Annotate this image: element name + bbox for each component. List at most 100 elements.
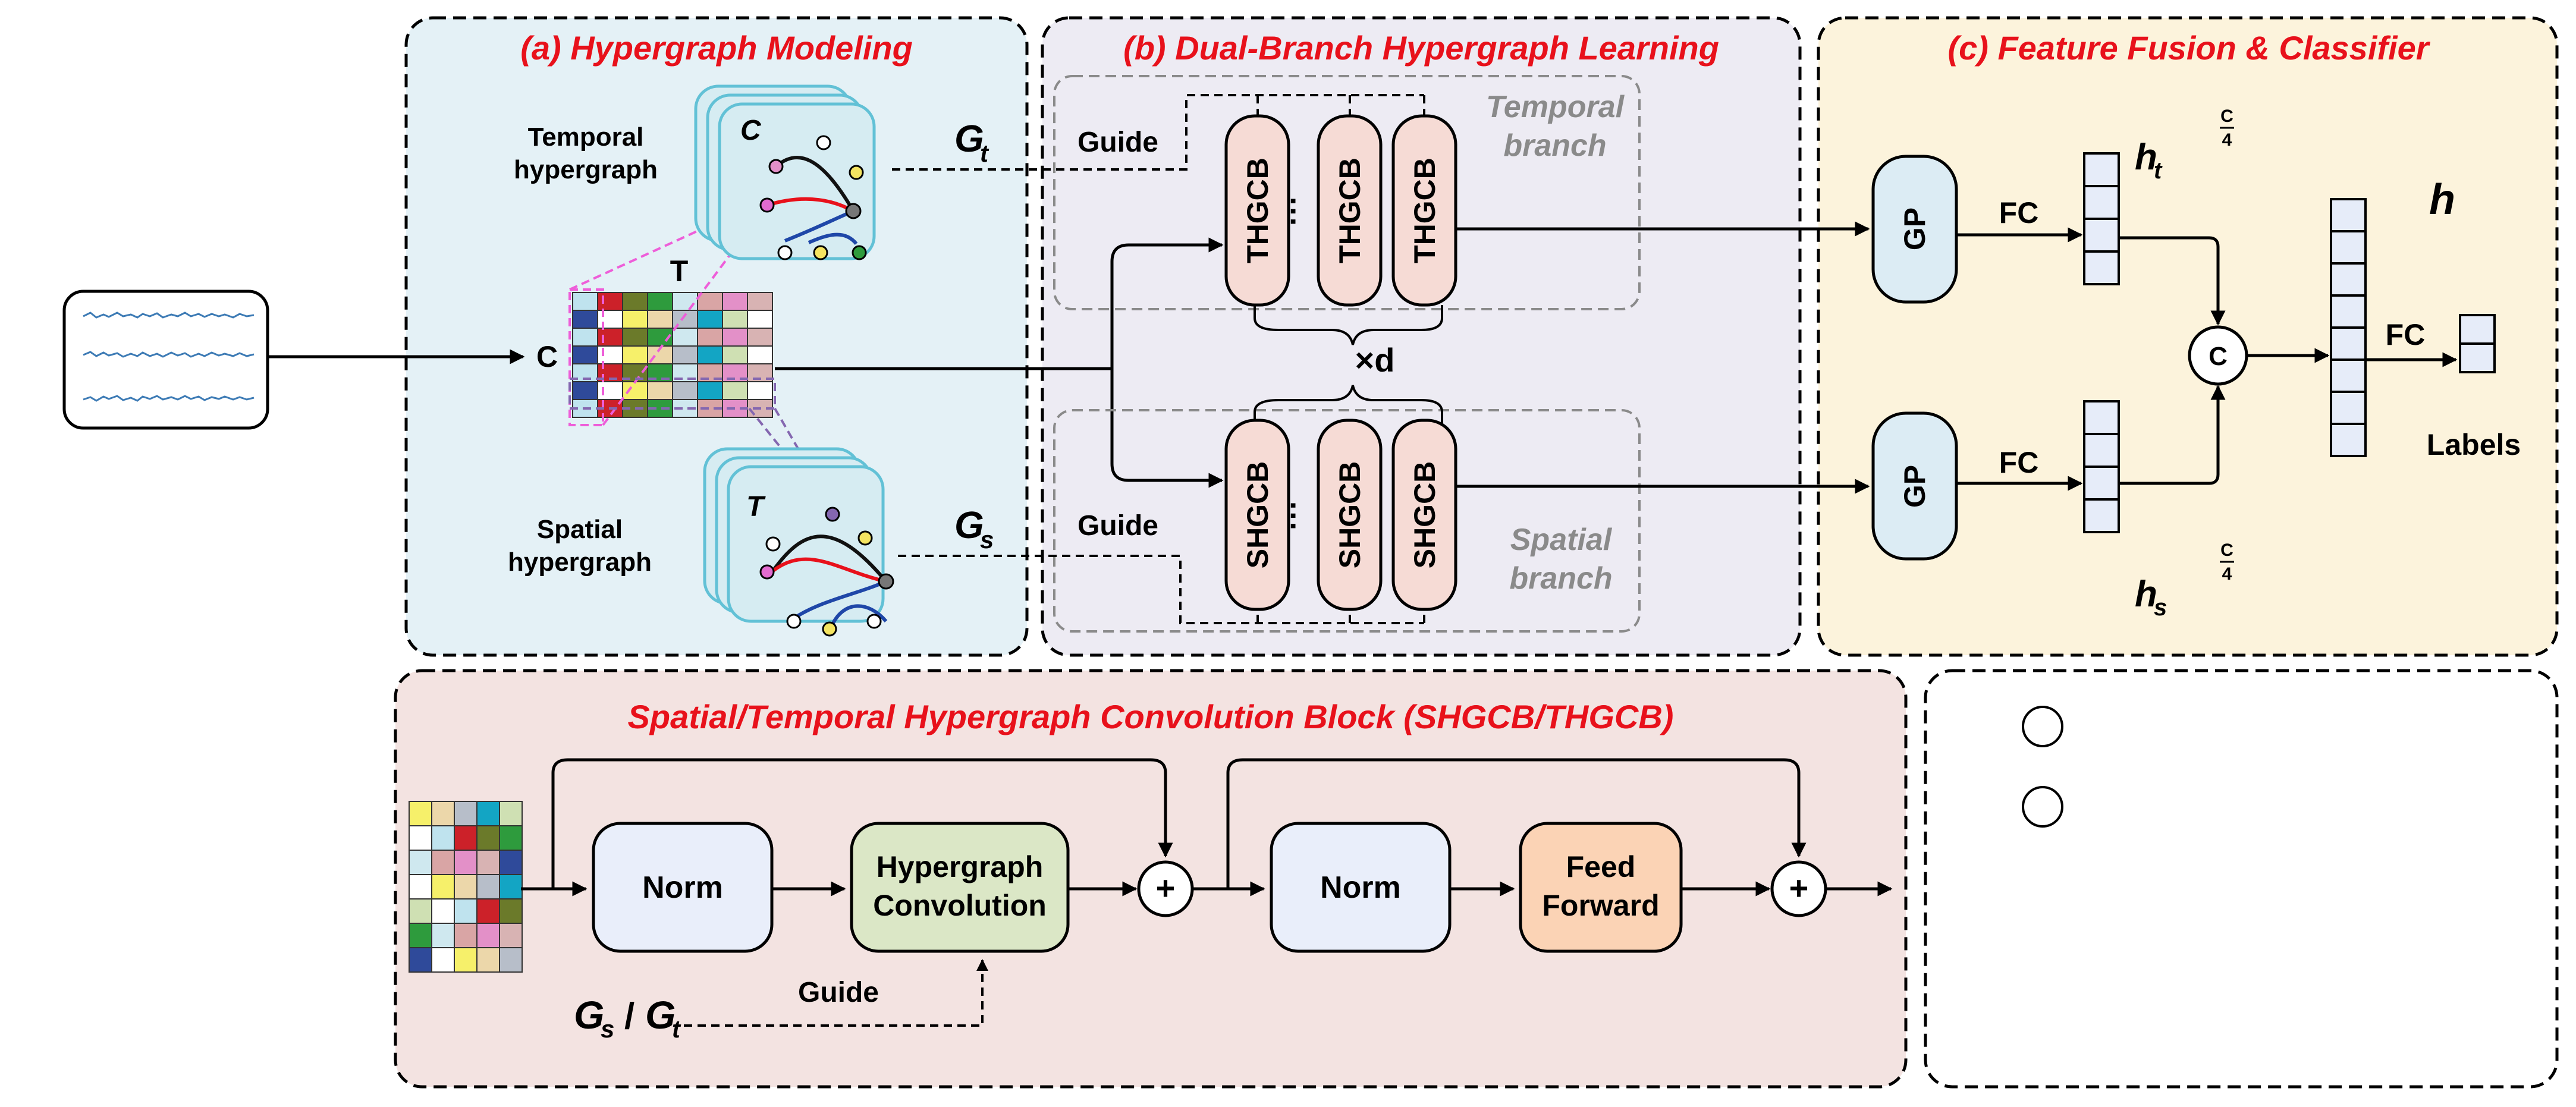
temporal-graph-g-label: G — [954, 117, 984, 160]
temporal-hypergraph-stack: C — [694, 84, 876, 260]
matrix-a-cell — [572, 345, 598, 364]
matrix-block-cell — [431, 923, 455, 948]
x-to-spatial-branch — [1110, 369, 1224, 488]
repeat-bracket-bottom — [1254, 385, 1443, 425]
shgcb-dots: ··· — [1276, 499, 1311, 530]
spatial-branch-label-2: branch — [1509, 561, 1612, 596]
matrix-block-cell — [454, 874, 477, 900]
hs-sup-num: C — [2220, 540, 2233, 560]
matrix-a-cell — [747, 345, 773, 364]
fc-label-temporal: FC — [1999, 196, 2039, 229]
matrix-block-cell — [454, 923, 477, 948]
matrix-block-cell — [431, 947, 455, 973]
temporal-stack-letter: C — [740, 115, 762, 146]
matrix-block-cell — [476, 947, 500, 973]
matrix-a-cell — [697, 345, 723, 364]
matrix-a-cell — [722, 328, 748, 347]
matrix-a-cell — [572, 310, 598, 329]
concat-node-label: C — [2209, 342, 2228, 371]
temporal-hypergraph-label-1: Temporal — [528, 122, 644, 152]
svg-text:SHGCB: SHGCB — [1333, 461, 1366, 569]
ht-subscript: t — [2154, 158, 2163, 184]
svg-text:THGCB: THGCB — [1333, 158, 1366, 263]
vec-ht-cell — [2083, 152, 2120, 187]
matrix-block-cell — [409, 825, 432, 851]
matrix-block-cell — [454, 825, 477, 851]
matrix-block-cell — [499, 947, 523, 973]
matrix-a-cell — [697, 310, 723, 329]
matrix-block-cell — [454, 898, 477, 924]
hs-sup-den: 4 — [2222, 564, 2232, 584]
matrix-a-cell — [597, 381, 623, 400]
spatial-hypergraph-label-2: hypergraph — [508, 548, 652, 577]
thgcb-block-2: THGCB — [1317, 114, 1383, 307]
h-vector — [2330, 198, 2367, 457]
matrix-block-cell — [409, 874, 432, 900]
matrix-a-cell — [747, 381, 773, 400]
labels-vector — [2459, 314, 2496, 373]
matrix-block-cell — [431, 850, 455, 875]
vec-h-cell — [2330, 423, 2367, 457]
spatial-stack-letter: T — [746, 491, 766, 523]
matrix-block-cell — [409, 801, 432, 826]
matrix-block-cell — [409, 850, 432, 875]
block-gt-symbol: G — [645, 993, 676, 1037]
block-guide-path — [684, 959, 988, 1027]
vec-ht-cell — [2083, 218, 2120, 253]
matrix-a-cell — [597, 345, 623, 364]
svg-text:SHGCB: SHGCB — [1408, 461, 1441, 569]
norm-box-1-label: Norm — [642, 870, 723, 905]
ht-sup-den: 4 — [2222, 130, 2232, 150]
matrix-a-cell — [747, 292, 773, 311]
matrix-block-cell — [409, 898, 432, 924]
thgcb-block-1: THGCB — [1224, 114, 1290, 307]
spatial-guide-label: Guide — [1077, 510, 1158, 542]
legend-add-icon — [2022, 786, 2063, 828]
matrix-a-cell — [622, 310, 648, 329]
panel-c-background — [1817, 16, 2559, 657]
residual-skip-2 — [1226, 758, 1807, 889]
matrix-block-cell — [454, 801, 477, 826]
matrix-a-cell — [672, 328, 698, 347]
labels-caption: Labels — [2427, 428, 2521, 461]
matrix-a-cell — [722, 310, 748, 329]
matrix-a-cell — [647, 310, 673, 329]
hs-subscript: s — [2154, 595, 2167, 621]
svg-text:SHGCB: SHGCB — [1241, 461, 1274, 569]
matrix-a-cell — [622, 345, 648, 364]
vec-h-cell — [2330, 326, 2367, 361]
temporal-guide-line-1 — [569, 198, 768, 291]
matrix-block-cell — [499, 801, 523, 826]
temporal-branch-frame — [1053, 75, 1641, 310]
add-node-2-label: + — [1789, 869, 1809, 907]
vec-h-cell — [2330, 230, 2367, 265]
temporal-selection-box — [568, 288, 604, 426]
vec-hs-cell — [2083, 466, 2120, 501]
vec-h-cell — [2330, 391, 2367, 425]
temporal-graph-g-subscript: t — [980, 139, 989, 167]
matrix-block-cell — [431, 825, 455, 851]
vec-h-cell — [2330, 262, 2367, 297]
eeg-input-box — [62, 290, 269, 430]
thgcb-block-3: THGCB — [1391, 114, 1457, 307]
gp-box-temporal: GP — [1871, 155, 1958, 304]
h-symbol: h — [2429, 176, 2455, 224]
hs-symbol: h — [2135, 574, 2157, 615]
vec-h-cell — [2330, 294, 2367, 329]
spatial-graph-g-label: G — [954, 504, 984, 546]
legend-panel-background — [1924, 669, 2559, 1089]
residual-skip-1 — [551, 758, 1173, 889]
gp-box-spatial: GP — [1871, 411, 1958, 561]
add-node-1-label: + — [1156, 869, 1176, 907]
ff-label-2: Forward — [1542, 889, 1659, 922]
hconv-label-2: Convolution — [873, 889, 1047, 922]
vec-labels-cell — [2459, 342, 2496, 373]
vec-h-cell — [2330, 198, 2367, 232]
panel-a-title: (a) Hypergraph Modeling — [520, 29, 913, 67]
matrix-block-cell — [476, 874, 500, 900]
shgcb-block-2: SHGCB — [1317, 419, 1383, 611]
shgcb-block-3: SHGCB — [1391, 419, 1457, 611]
ff-label-1: Feed — [1566, 850, 1636, 883]
feed-forward-box — [1519, 822, 1683, 953]
matrix-block-cell — [499, 898, 523, 924]
